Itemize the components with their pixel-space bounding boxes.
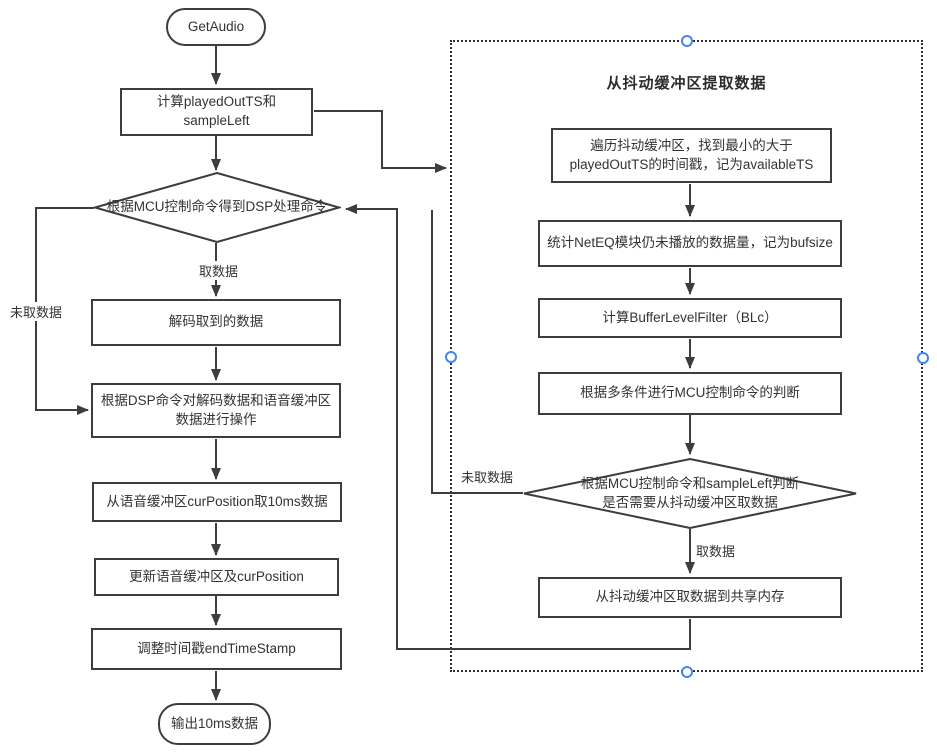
- node-update-buffer-label: 更新语音缓冲区及curPosition: [129, 568, 304, 584]
- edge-calc-to-group: [314, 110, 447, 173]
- edge-shared-back-to-decision: [345, 204, 691, 650]
- node-fetch-to-shared-memory[interactable]: 从抖动缓冲区取数据到共享内存: [538, 577, 842, 618]
- decision-mcu-to-dsp[interactable]: 根据MCU控制命令得到DSP处理命令: [93, 172, 341, 243]
- node-mcu-judge-label: 根据多条件进行MCU控制命令的判断: [580, 385, 800, 401]
- node-fetch-10ms[interactable]: 从语音缓冲区curPosition取10ms数据: [92, 482, 342, 522]
- node-adjust-timestamp-label: 调整时间戳endTimeStamp: [137, 640, 296, 656]
- node-count-bufsize-label: 统计NetEQ模块仍未播放的数据量，记为bufsize: [547, 235, 833, 251]
- node-traverse-jitter-buffer-label: 遍历抖动缓冲区，找到最小的大于 playedOutTS的时间戳，记为availa…: [569, 137, 814, 172]
- diamond-shape: [93, 172, 341, 243]
- node-start-label: GetAudio: [187, 18, 245, 34]
- edge-label-no-data-left: 未取数据: [8, 302, 65, 321]
- decision-mcu-to-dsp-label: 根据MCU控制命令得到DSP处理命令: [106, 199, 328, 215]
- node-traverse-jitter-buffer[interactable]: 遍历抖动缓冲区，找到最小的大于 playedOutTS的时间戳，记为availa…: [551, 128, 832, 183]
- selection-handle-top[interactable]: [681, 35, 693, 47]
- node-mcu-judge[interactable]: 根据多条件进行MCU控制命令的判断: [538, 372, 842, 415]
- node-dsp-operate[interactable]: 根据DSP命令对解码数据和语音缓冲区 数据进行操作: [91, 383, 341, 438]
- node-fetch-to-shared-memory-label: 从抖动缓冲区取数据到共享内存: [595, 589, 785, 605]
- decision-need-fetch[interactable]: 根据MCU控制命令和sampleLeft判断 是否需要从抖动缓冲区取数据: [522, 458, 858, 529]
- edge-label-take-data-right: 取数据: [694, 541, 738, 560]
- node-end-label: 输出10ms数据: [170, 715, 258, 731]
- node-fetch-10ms-label: 从语音缓冲区curPosition取10ms数据: [106, 493, 328, 509]
- selection-handle-left[interactable]: [445, 351, 457, 363]
- node-start[interactable]: GetAudio: [166, 8, 266, 46]
- edge-label-no-data-right: 未取数据: [459, 467, 516, 486]
- node-decode-label: 解码取到的数据: [168, 314, 264, 330]
- node-update-buffer[interactable]: 更新语音缓冲区及curPosition: [94, 558, 339, 596]
- group-title: 从抖动缓冲区提取数据: [606, 75, 767, 92]
- node-end[interactable]: 输出10ms数据: [158, 703, 271, 745]
- node-buffer-level-filter[interactable]: 计算BufferLevelFilter（BLc）: [538, 298, 842, 338]
- diamond-shape: [523, 458, 857, 529]
- node-calc-playedoutts[interactable]: 计算playedOutTS和 sampleLeft: [120, 88, 313, 136]
- node-adjust-timestamp[interactable]: 调整时间戳endTimeStamp: [91, 628, 342, 670]
- node-buffer-level-filter-label: 计算BufferLevelFilter（BLc）: [602, 309, 778, 325]
- node-dsp-operate-label: 根据DSP命令对解码数据和语音缓冲区 数据进行操作: [100, 392, 332, 427]
- selection-handle-bottom[interactable]: [681, 666, 693, 678]
- node-decode[interactable]: 解码取到的数据: [91, 299, 341, 346]
- decision-need-fetch-label: 根据MCU控制命令和sampleLeft判断 是否需要从抖动缓冲区取数据: [580, 476, 800, 510]
- edge-label-take-data-left: 取数据: [197, 261, 241, 280]
- edge-nodata-right-loop: [431, 210, 523, 494]
- selection-handle-right[interactable]: [917, 352, 929, 364]
- node-calc-playedoutts-label: 计算playedOutTS和 sampleLeft: [156, 94, 277, 128]
- node-count-bufsize[interactable]: 统计NetEQ模块仍未播放的数据量，记为bufsize: [538, 220, 842, 267]
